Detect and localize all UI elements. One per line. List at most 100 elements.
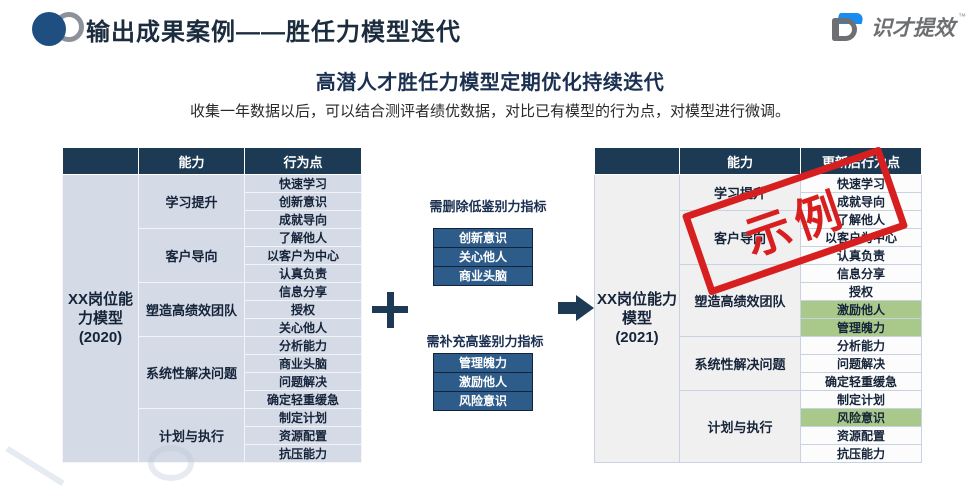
behavior-cell: 问题解决 <box>800 354 922 373</box>
page-title: 输出成果案例——胜任力模型迭代 <box>86 19 461 46</box>
ability-cell: 塑造高绩效团队 <box>138 282 245 337</box>
remove-indicator-item: 创新意识 <box>434 229 532 248</box>
table-row: 商业头脑 <box>63 354 362 373</box>
header-cell-blank <box>62 147 139 175</box>
table-row: 问题解决 <box>63 372 362 391</box>
ability-cell: 学习提升 <box>679 174 801 211</box>
table-row: 授权 <box>595 282 922 301</box>
brand-gray-d <box>832 18 857 41</box>
right-arrow-icon <box>558 295 594 321</box>
watermark-stroke <box>5 445 65 486</box>
brand-name: 识才提效 <box>871 17 955 40</box>
behavior-cell: 分析能力 <box>244 336 362 355</box>
behavior-cell: 确定轻重缓急 <box>244 390 362 409</box>
ability-cell: 学习提升 <box>138 174 245 229</box>
behavior-cell: 制定计划 <box>244 408 362 427</box>
header-cell-1: 能力 <box>138 147 245 175</box>
behavior-cell: 确定轻重缓急 <box>800 372 922 391</box>
behavior-cell: 成就导向 <box>244 210 362 229</box>
behavior-cell: 制定计划 <box>800 390 922 409</box>
arrow-head <box>576 295 594 321</box>
behavior-cell-highlighted: 管理魄力 <box>800 318 922 337</box>
table-row: XX岗位能力模型(2021)学习提升快速学习 <box>594 174 922 463</box>
headline: 高潜人才胜任力模型定期优化持续迭代 <box>315 72 665 94</box>
table-row: 问题解决 <box>595 354 922 373</box>
add-indicator-item: 风险意识 <box>458 394 507 408</box>
brand-logo: 识才提效 ™ <box>830 12 966 42</box>
table-row: 资源配置 <box>63 426 362 445</box>
ability-cell: 塑造高绩效团队 <box>679 264 801 337</box>
arrow-shaft <box>558 302 578 314</box>
logo-disc-shape <box>32 12 66 46</box>
behavior-cell: 信息分享 <box>244 282 362 301</box>
table-row: 客户导向了解他人 <box>595 210 922 265</box>
table-row: 塑造高绩效团队信息分享 <box>63 282 362 337</box>
add-indicator-item: 管理魄力 <box>434 354 532 373</box>
model-name-cell: XX岗位能力模型(2021) <box>594 174 680 463</box>
ability-cell: 系统性解决问题 <box>138 336 245 409</box>
add-indicator-item: 激励他人 <box>434 373 532 392</box>
behavior-cell: 资源配置 <box>244 426 362 445</box>
behavior-cell: 认真负责 <box>244 264 362 283</box>
trademark-mark: ™ <box>958 12 966 21</box>
behavior-cell: 成就导向 <box>800 192 922 211</box>
header-cell-2: 更新后行为点 <box>800 147 922 175</box>
watermark-ring <box>148 445 194 481</box>
table-row: 以客户为中心 <box>595 228 922 247</box>
table-row: 认真负责 <box>63 264 362 283</box>
behavior-cell: 资源配置 <box>800 426 922 445</box>
table-row: 抗压能力 <box>63 444 362 463</box>
add-indicators-box: 管理魄力激励他人风险意识 <box>433 353 533 411</box>
table-header-row: 能力更新后行为点 <box>594 147 922 175</box>
header-cell-2: 行为点 <box>244 147 362 175</box>
behavior-cell: 分析能力 <box>800 336 922 355</box>
table-row: 客户导向了解他人 <box>63 228 362 283</box>
model-name-cell: XX岗位能力模型(2020) <box>62 174 139 463</box>
subheadline: 收集一年数据以后，可以结合测评者绩优数据，对比已有模型的行为点，对模型进行微调。 <box>189 103 790 120</box>
behavior-cell: 以客户为中心 <box>800 228 922 247</box>
behavior-cell: 了解他人 <box>800 210 922 229</box>
remove-indicators-label: 需删除低鉴别力指标 <box>429 199 547 214</box>
behavior-cell: 创新意识 <box>244 192 362 211</box>
two-circles-logo-icon <box>26 8 86 50</box>
faint-circle-watermark-icon <box>5 439 238 486</box>
plus-vertical-bar <box>387 292 394 328</box>
table-row: 资源配置 <box>595 426 922 445</box>
behavior-cell: 快速学习 <box>244 174 362 193</box>
behavior-cell: 授权 <box>244 300 362 319</box>
table-row: XX岗位能力模型(2020)学习提升快速学习 <box>62 174 362 463</box>
behavior-cell: 抗压能力 <box>244 444 362 463</box>
table-row: 成就导向 <box>595 192 922 211</box>
behavior-cell: 信息分享 <box>800 264 922 283</box>
table-row: 激励他人 <box>595 300 922 319</box>
behavior-cell: 以客户为中心 <box>244 246 362 265</box>
plus-icon <box>372 292 408 328</box>
behavior-cell: 问题解决 <box>244 372 362 391</box>
behavior-cell: 快速学习 <box>800 174 922 193</box>
behavior-cell-highlighted: 风险意识 <box>800 408 922 427</box>
ability-cell: 客户导向 <box>679 210 801 265</box>
behavior-cell: 商业头脑 <box>244 354 362 373</box>
remove-indicator-item: 商业头脑 <box>458 269 507 283</box>
table-header-row: 能力行为点 <box>62 147 362 175</box>
behavior-cell: 认真负责 <box>800 246 922 265</box>
table-row: 以客户为中心 <box>63 246 362 265</box>
behavior-cell-highlighted: 激励他人 <box>800 300 922 319</box>
behavior-cell: 了解他人 <box>244 228 362 247</box>
behavior-cell: 关心他人 <box>244 318 362 337</box>
behavior-cell: 抗压能力 <box>800 444 922 463</box>
page-header: 输出成果案例——胜任力模型迭代 识才提效 ™ <box>0 0 980 56</box>
table-row: 计划与执行制定计划 <box>595 390 922 463</box>
d-letter-icon <box>830 13 865 41</box>
table-row: 系统性解决问题分析能力 <box>63 336 362 409</box>
ability-cell: 客户导向 <box>138 228 245 283</box>
ability-cell: 计划与执行 <box>679 390 801 463</box>
remove-indicators-box: 创新意识关心他人商业头脑 <box>433 228 533 286</box>
behavior-cell: 授权 <box>800 282 922 301</box>
table-row: 风险意识 <box>595 408 922 427</box>
table-row: 确定轻重缓急 <box>595 372 922 391</box>
header-cell-blank <box>594 147 680 175</box>
add-indicators-label: 需补充高鉴别力指标 <box>426 334 544 349</box>
